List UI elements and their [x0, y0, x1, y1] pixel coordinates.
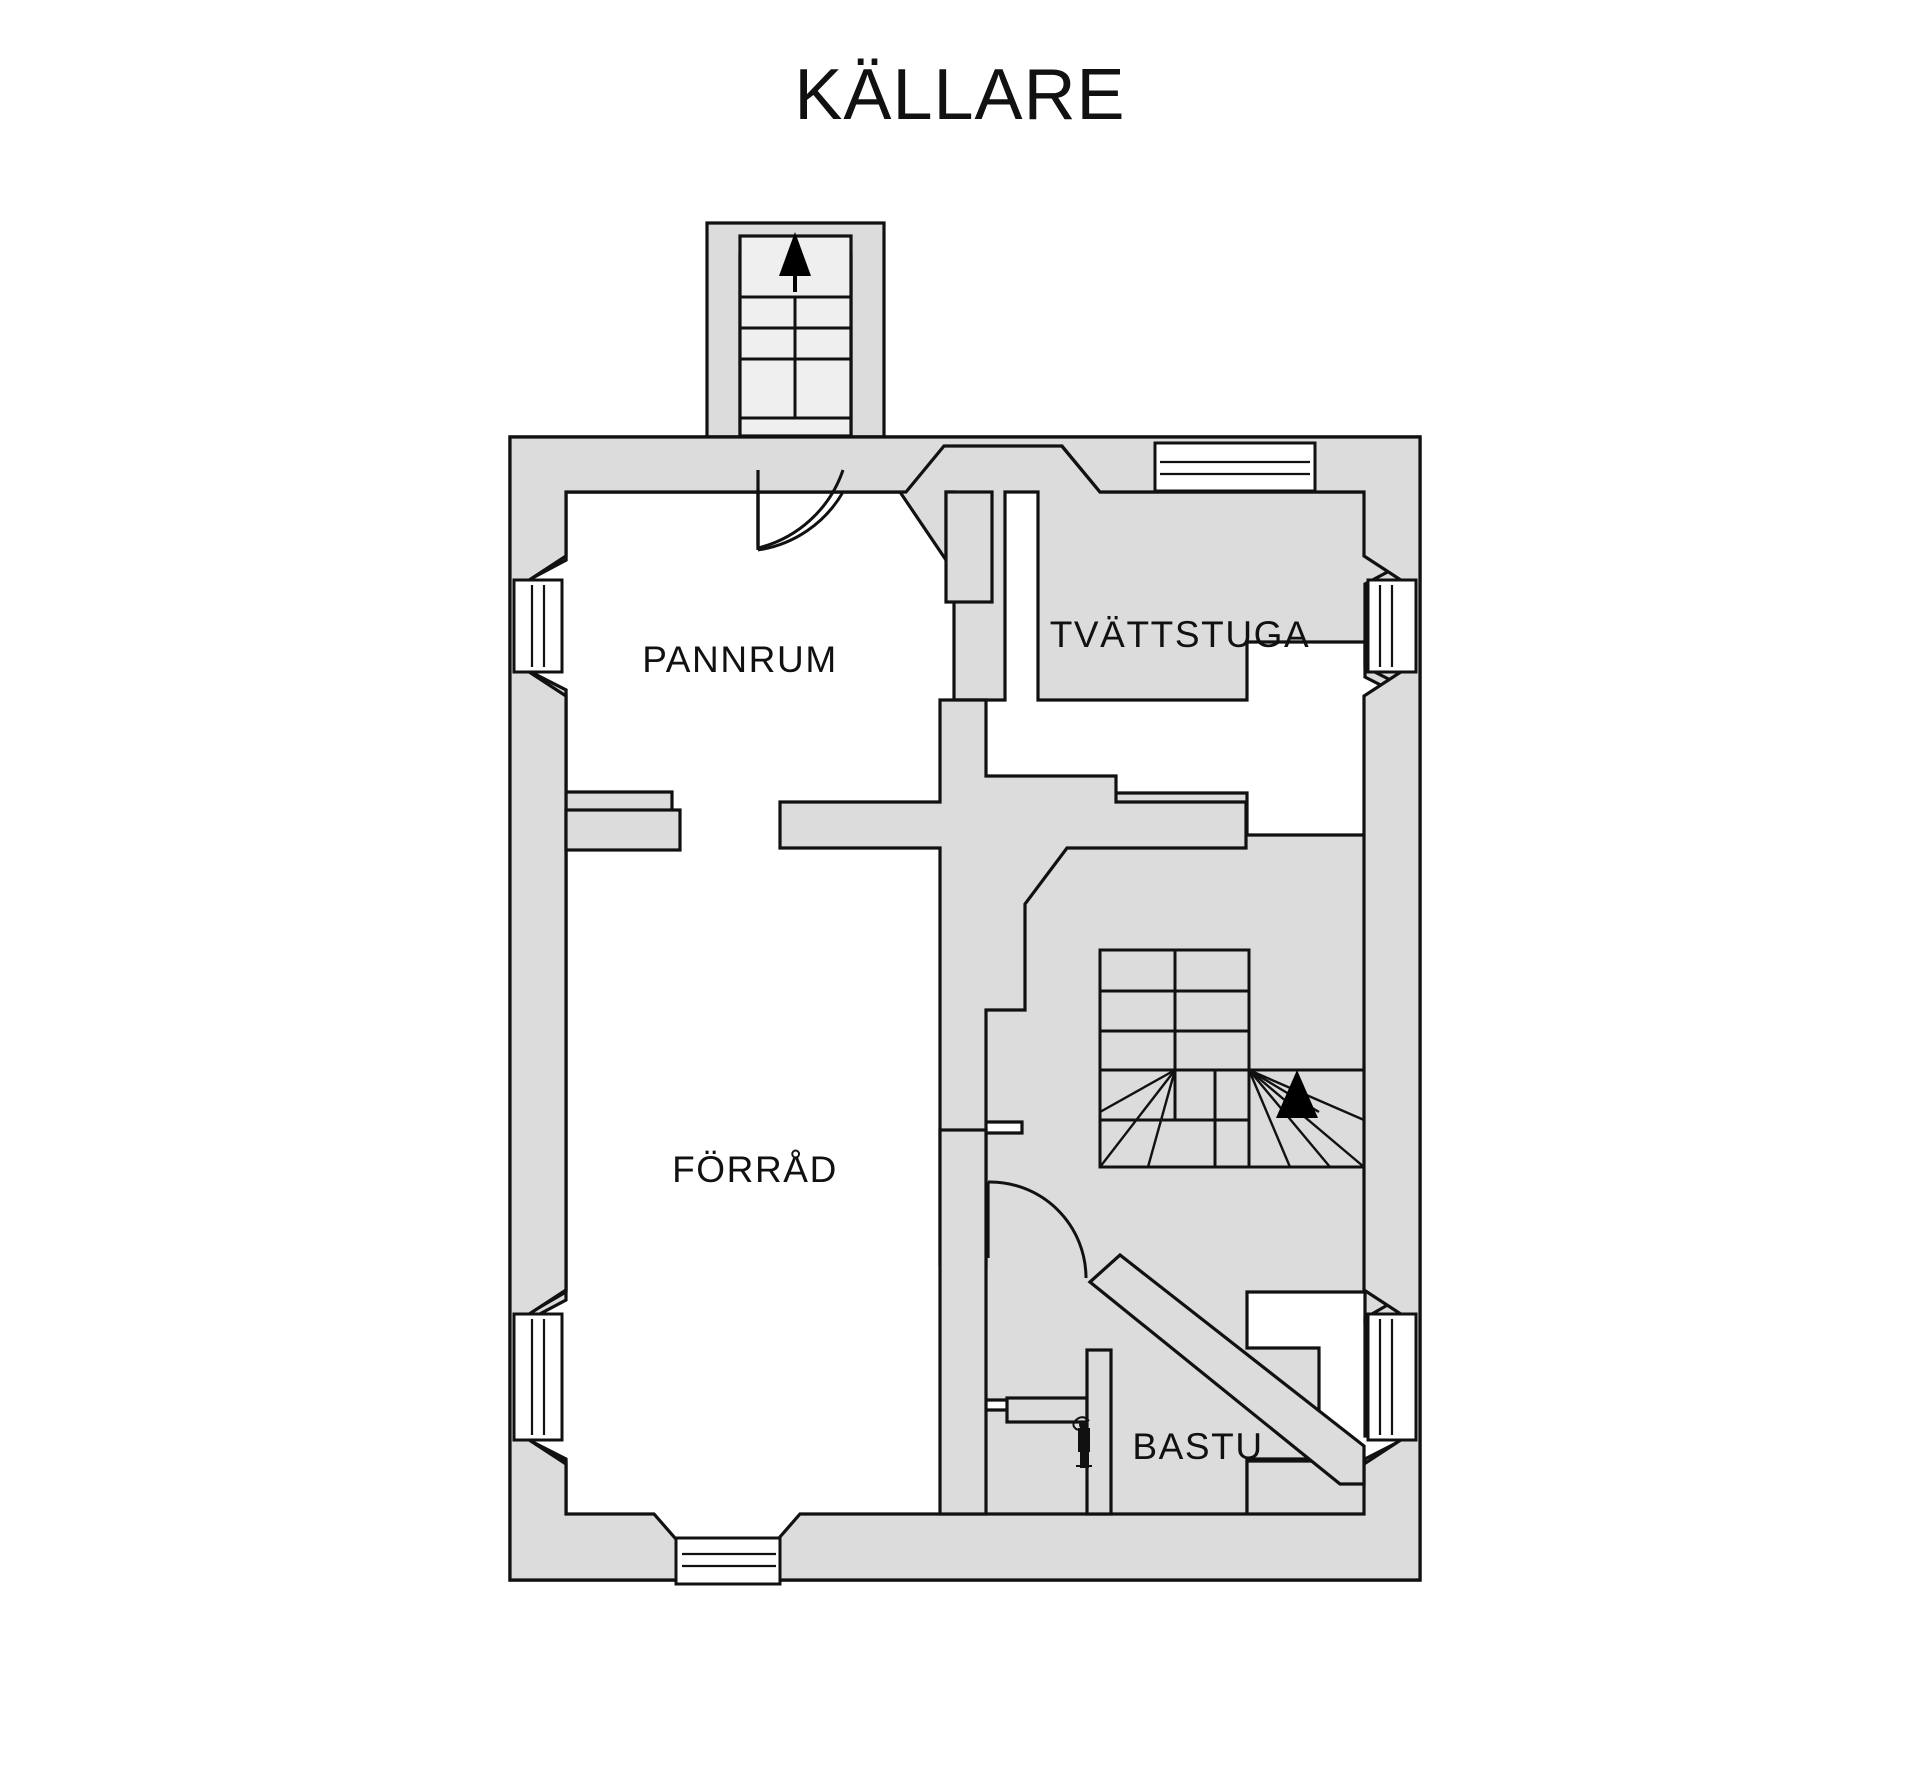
window-top-wall	[1153, 441, 1317, 493]
room-label-pannrum: PANNRUM	[642, 639, 838, 680]
stair-winders-left	[1099, 1068, 1177, 1168]
window-right-upper	[1366, 578, 1418, 674]
room-labels: PANNRUM TVÄTTSTUGA FÖRRÅD BASTU	[642, 614, 1311, 1467]
page-title: KÄLLARE	[794, 55, 1126, 135]
stair-direction-arrow-main	[1276, 1070, 1318, 1118]
door-pannrum-entry	[756, 469, 845, 552]
room-label-forrad: FÖRRÅD	[672, 1149, 838, 1190]
door-bastu-entry	[986, 1180, 1088, 1279]
stairwell-up-top	[705, 221, 886, 439]
window-bottom-wall	[674, 1536, 782, 1586]
windows-group	[512, 441, 1418, 1586]
interior-walls	[564, 490, 1366, 1516]
window-left-lower	[512, 1312, 564, 1442]
stair-direction-arrow-top	[779, 232, 811, 292]
room-label-tvattstuga: TVÄTTSTUGA	[1050, 614, 1311, 655]
doors-group	[756, 469, 1088, 1279]
stair-winders-right	[1247, 1068, 1365, 1168]
window-right-lower	[1366, 1312, 1418, 1442]
window-left-upper	[512, 578, 564, 674]
staircase-main	[1098, 948, 1366, 1169]
room-label-bastu: BASTU	[1132, 1426, 1263, 1467]
sauna-heater-icon	[1072, 1416, 1092, 1468]
stair-treads-top	[740, 295, 851, 420]
